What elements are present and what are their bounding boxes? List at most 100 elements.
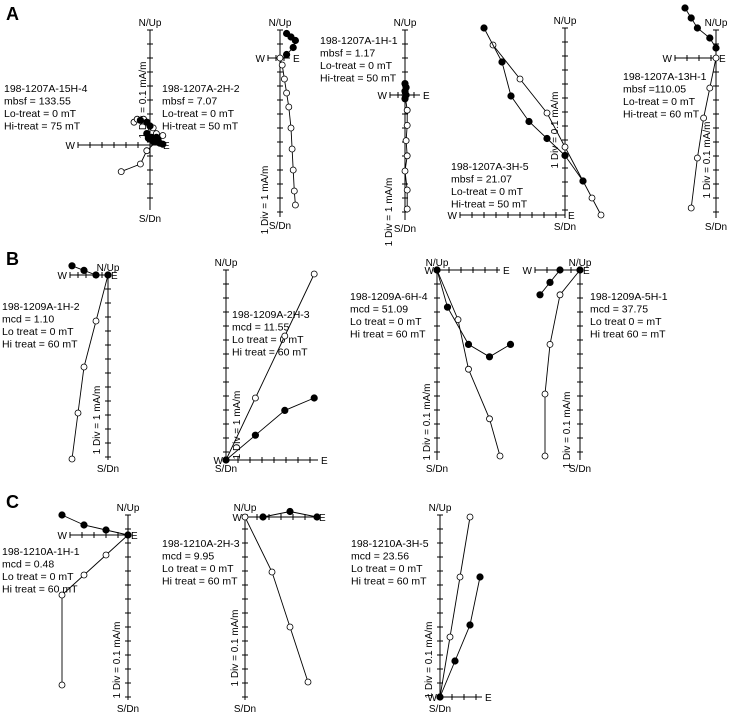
east-label: E <box>111 271 118 282</box>
open-data-point <box>486 415 493 423</box>
open-data-point <box>92 317 100 325</box>
open-data-point <box>74 409 82 417</box>
filled-data-point <box>68 262 76 270</box>
scale-label: 1 Div = 1 mA/m <box>232 391 243 460</box>
scale-label: 1 Div = 0.1 mA/m <box>424 622 435 699</box>
filled-data-point <box>146 122 154 130</box>
filled-data-point <box>476 573 484 581</box>
north-up-label: N/Up <box>394 18 417 29</box>
open-data-point <box>700 114 707 122</box>
west-label: W <box>425 266 435 277</box>
filled-data-point <box>291 36 299 45</box>
open-data-point <box>102 551 110 559</box>
north-up-label: N/Up <box>269 18 292 29</box>
sample-info-line: mbsf =110.05 <box>623 84 686 96</box>
sample-info-line: Hi treat = 60 mT <box>351 576 427 588</box>
south-down-label: S/Dn <box>394 224 416 235</box>
scale-label: 1 Div = 0.1 mA/m <box>562 392 573 469</box>
east-label: E <box>423 91 430 102</box>
east-label: E <box>583 266 590 277</box>
open-data-point <box>268 568 276 576</box>
open-data-point <box>403 106 411 114</box>
east-label: E <box>321 456 328 467</box>
open-series-line <box>279 57 296 206</box>
west-label: W <box>523 266 533 277</box>
sample-info-line: Lo treat = 0 mT <box>350 316 422 328</box>
north-up-label: N/Up <box>554 16 577 27</box>
sample-info-line: mcd = 11.55 <box>232 322 289 334</box>
open-data-point <box>80 571 88 579</box>
scale-label: 1 Div = 0.1 mA/m <box>138 62 149 139</box>
filled-data-point <box>289 43 297 52</box>
south-down-label: S/Dn <box>234 704 256 715</box>
filled-data-point <box>693 24 702 32</box>
sample-info-line: mcd = 1.10 <box>2 314 54 326</box>
sample-info-line: Hi treat = 60 mT <box>2 584 78 596</box>
sample-info-line: 198-1207A-15H-4 <box>4 83 88 95</box>
filled-data-point <box>144 134 152 142</box>
open-data-point <box>291 201 299 209</box>
open-data-point <box>546 340 554 348</box>
sample-info-line: 198-1207A-1H-1 <box>320 35 398 47</box>
filled-data-point <box>286 507 294 516</box>
open-data-point <box>283 89 291 97</box>
sample-info-line: Lo treat = 0 mT <box>2 326 74 338</box>
sample-info-line: Hi-treat = 50 mT <box>451 199 528 211</box>
open-series-line <box>225 273 315 461</box>
open-data-point <box>287 124 295 132</box>
west-label: W <box>58 531 68 542</box>
sample-info-line: Hi treat 60 = mT <box>590 329 666 341</box>
open-data-point <box>466 513 474 521</box>
sample-info-line: mbsf = 1.17 <box>320 48 375 60</box>
east-label: E <box>131 531 138 542</box>
open-data-point <box>465 365 472 373</box>
south-down-label: S/Dn <box>215 464 237 475</box>
open-data-point <box>403 186 411 194</box>
filled-data-point <box>92 271 100 279</box>
filled-data-point <box>556 266 564 274</box>
east-label: E <box>719 54 726 65</box>
sample-info-line: Hi-treat = 75 mT <box>4 121 81 133</box>
sample-info-line: 198-1210A-3H-5 <box>351 538 429 550</box>
filled-data-point <box>281 406 289 414</box>
south-down-label: S/Dn <box>429 704 451 715</box>
filled-data-point <box>546 278 554 286</box>
north-up-label: N/Up <box>234 503 257 514</box>
sample-info-line: Hi treat = 60 mT <box>350 329 426 341</box>
open-data-point <box>281 332 289 340</box>
open-data-point <box>290 187 298 195</box>
sample-info-line: Lo treat = 0 mT <box>2 571 74 583</box>
sample-info-line: mcd = 23.56 <box>351 551 409 563</box>
scale-label: 1 Div = 0.1 mA/m <box>702 122 713 199</box>
sample-info-line: 198-1207A-13H-1 <box>623 71 707 83</box>
filled-data-point <box>536 291 544 299</box>
open-data-point <box>143 147 151 155</box>
filled-data-point <box>451 657 459 665</box>
open-series-line <box>436 269 501 457</box>
filled-series-line <box>539 269 580 296</box>
west-label: W <box>428 693 438 704</box>
section-label-a: A <box>6 4 19 24</box>
filled-data-point <box>507 92 515 100</box>
filled-data-point <box>485 353 494 361</box>
filled-data-point <box>464 340 473 348</box>
west-label: W <box>233 513 243 524</box>
sample-info-line: mcd = 37.75 <box>590 304 648 316</box>
filled-series-line <box>225 397 315 461</box>
filled-data-point <box>80 521 88 529</box>
filled-series-line <box>436 269 511 358</box>
filled-data-point <box>712 44 720 52</box>
scale-label: 1 Div = 1 mA/m <box>384 178 395 247</box>
sample-info-line: Lo-treat = 0 mT <box>162 108 235 120</box>
open-data-point <box>403 205 411 213</box>
open-data-point <box>541 452 549 460</box>
open-data-point <box>58 591 66 599</box>
open-data-point <box>402 137 410 145</box>
open-series-line <box>439 516 471 698</box>
south-down-label: S/Dn <box>269 221 291 232</box>
open-data-point <box>446 633 454 641</box>
